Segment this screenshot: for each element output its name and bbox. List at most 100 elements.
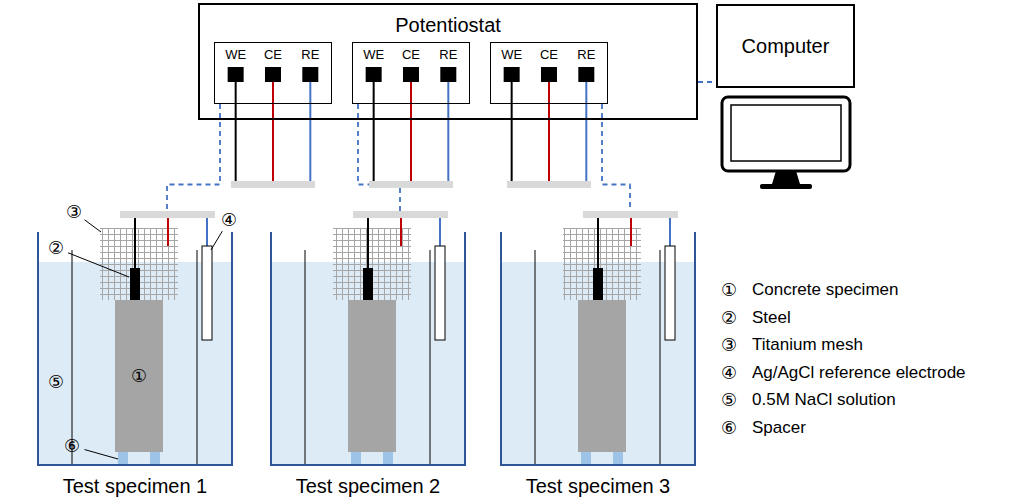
holder-line xyxy=(197,250,198,465)
terminal-wire xyxy=(410,81,412,183)
callout-number: ⑥ xyxy=(64,436,80,456)
holder-line xyxy=(535,250,536,465)
legend-text: 0.5M NaCl solution xyxy=(752,391,896,410)
we-wire xyxy=(597,215,599,268)
test-cell xyxy=(271,215,465,465)
legend-text: Ag/AgCl reference electrode xyxy=(752,363,966,382)
node-label: Test specimen 1 xyxy=(63,475,208,498)
monitor xyxy=(722,97,850,171)
terminal xyxy=(366,67,382,82)
legend-text: Titanium mesh xyxy=(752,336,863,355)
spacer xyxy=(118,452,128,464)
potentiostat-box: PotentiostatWECEREWECEREWECERE xyxy=(198,3,698,120)
channel-box: WE CE RE xyxy=(490,42,608,104)
ce-wire xyxy=(167,215,169,246)
callout-number: ⑤ xyxy=(48,372,64,392)
spacer xyxy=(351,452,361,464)
terminal-label: CE xyxy=(534,47,564,62)
terminal-label: CE xyxy=(258,47,288,62)
holder-line xyxy=(305,250,306,465)
terminal-label: CE xyxy=(396,47,426,62)
legend-text: Concrete specimen xyxy=(752,281,898,300)
callout-number: ① xyxy=(131,366,147,386)
leader-line xyxy=(85,450,118,459)
terminal-wire xyxy=(272,81,274,183)
callout-number: ② xyxy=(48,238,64,258)
titanium-mesh xyxy=(100,228,178,300)
node-label: Computer xyxy=(742,35,830,58)
channel-box: WECERE xyxy=(214,42,332,104)
concrete-specimen xyxy=(348,300,396,452)
terminal-label: WE xyxy=(221,47,251,62)
cable-bar xyxy=(120,211,215,218)
terminal-label: WE xyxy=(497,47,527,62)
terminal xyxy=(578,67,594,82)
callout-number: ③ xyxy=(66,202,82,222)
beaker xyxy=(271,232,465,465)
specimen-cell: Test specimen 3 xyxy=(493,211,703,502)
titanium-mesh xyxy=(563,228,641,300)
reference-electrode xyxy=(435,246,445,340)
node-label: Potentiostat xyxy=(395,14,501,37)
terminal-wire xyxy=(585,81,587,183)
terminal-wire xyxy=(548,81,550,183)
cable-bar xyxy=(507,181,591,188)
terminal-wire xyxy=(447,81,449,183)
terminal xyxy=(541,67,557,82)
terminal-wire xyxy=(235,81,237,183)
ce-wire xyxy=(630,215,632,246)
leader-line xyxy=(68,253,129,277)
beaker xyxy=(501,232,695,465)
terminal xyxy=(504,67,520,82)
holder-line xyxy=(660,250,661,465)
computer-box: Computer xyxy=(716,4,855,88)
spacer xyxy=(613,452,623,464)
cable-connector xyxy=(358,104,400,211)
cable-connector xyxy=(698,81,716,83)
monitor-screen xyxy=(731,105,841,161)
terminal xyxy=(228,67,244,82)
test-cell xyxy=(501,215,695,465)
monitor-base xyxy=(760,184,812,189)
spacer xyxy=(150,452,160,464)
terminal xyxy=(302,67,318,82)
terminal xyxy=(403,67,419,82)
re-wire xyxy=(206,215,208,246)
terminal-label: RE xyxy=(571,47,601,62)
callout-number: ④ xyxy=(721,363,737,383)
steel-bar xyxy=(593,268,603,300)
legend-text: Spacer xyxy=(752,419,806,438)
node-label: Test specimen 3 xyxy=(526,475,671,498)
cable-bar xyxy=(231,181,315,188)
spacer xyxy=(581,452,591,464)
callout-number: ⑤ xyxy=(721,390,737,410)
reference-electrode xyxy=(202,246,212,340)
channel-box: WECERE xyxy=(352,42,470,104)
cable-connector xyxy=(602,104,630,211)
cable-bar xyxy=(369,181,453,188)
terminal xyxy=(440,67,456,82)
terminal-wire xyxy=(309,81,311,183)
callout-number: ⑥ xyxy=(721,418,737,438)
reference-electrode xyxy=(665,246,675,340)
node-label: Test specimen 2 xyxy=(296,475,441,498)
terminal-wire xyxy=(373,81,375,183)
callout-number: ③ xyxy=(721,335,737,355)
terminal-label: RE xyxy=(433,47,463,62)
holder-line xyxy=(430,250,431,465)
cable-bar xyxy=(353,211,448,218)
concrete-specimen xyxy=(578,300,626,452)
cable-connector xyxy=(167,104,220,211)
we-wire xyxy=(134,215,136,268)
cable-bar xyxy=(583,211,678,218)
leader-line xyxy=(84,220,101,232)
callout-number: ④ xyxy=(221,210,237,230)
spacer xyxy=(383,452,393,464)
beaker xyxy=(38,232,232,465)
callout-number: ① xyxy=(721,280,737,300)
steel-bar xyxy=(130,268,140,300)
